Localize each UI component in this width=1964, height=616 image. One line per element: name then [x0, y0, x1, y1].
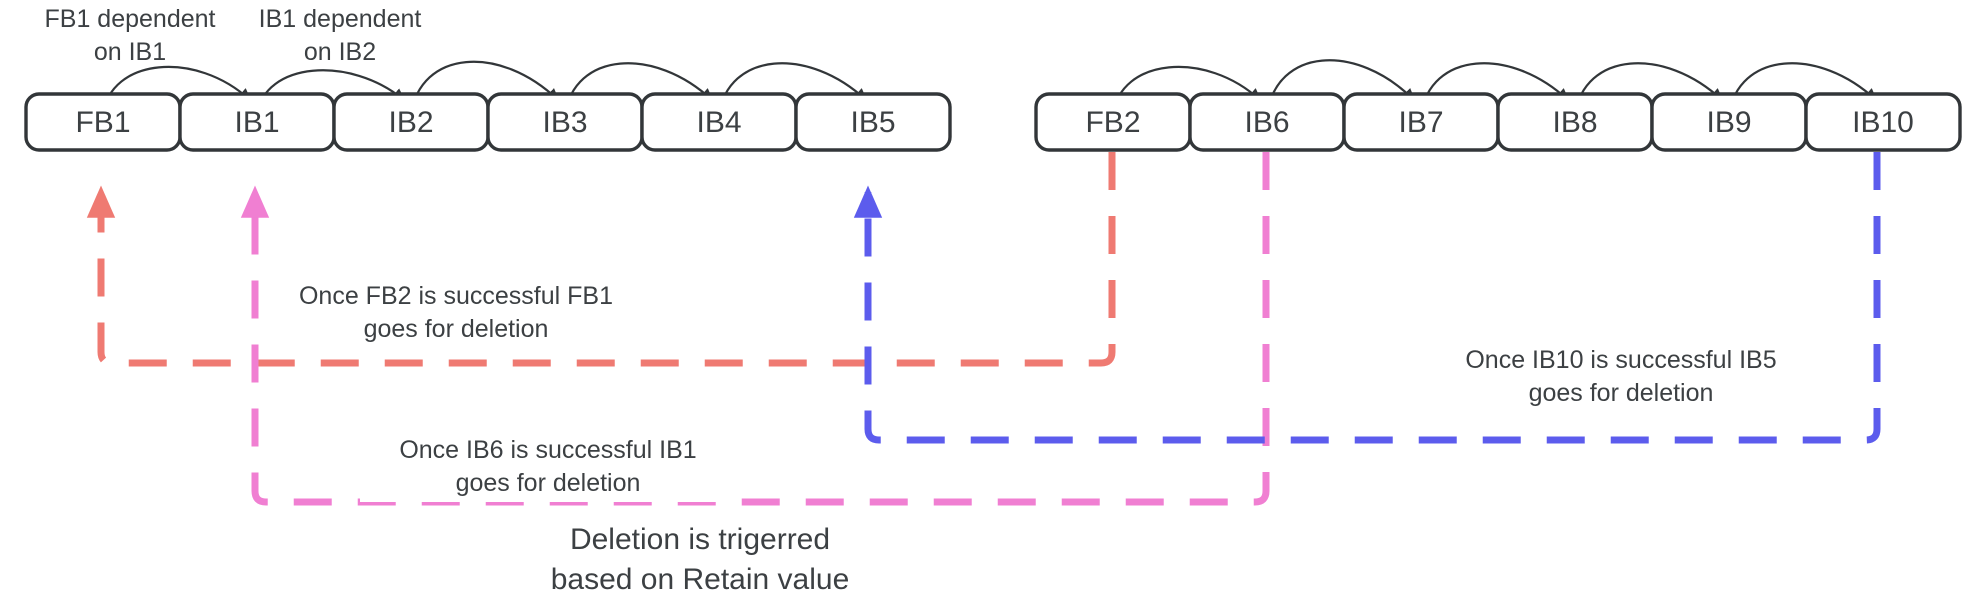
block-group-right: FB2 IB6 IB7 IB8 IB9 IB10 — [1034, 92, 1962, 152]
block-ib8[interactable]: IB8 — [1496, 92, 1654, 152]
block-ib1[interactable]: IB1 — [178, 92, 336, 152]
block-ib6[interactable]: IB6 — [1188, 92, 1346, 152]
block-fb1[interactable]: FB1 — [24, 92, 182, 152]
flow-line-ib6-to-ib1 — [240, 152, 1270, 506]
block-ib7[interactable]: IB7 — [1342, 92, 1500, 152]
bottom-caption-line1: Deletion is trigerred — [570, 523, 830, 556]
block-group-left: FB1 IB1 IB2 IB3 IB4 IB5 — [24, 92, 952, 152]
flow-note-fb2-to-fb1-line1: Once FB2 is successful FB1 — [299, 282, 613, 310]
block-ib2[interactable]: IB2 — [332, 92, 490, 152]
flow-note-ib10-to-ib5-backdrop — [1426, 340, 1816, 410]
block-ib4[interactable]: IB4 — [640, 92, 798, 152]
flow-note-fb2-to-fb1-backdrop — [268, 278, 638, 348]
block-ib9[interactable]: IB9 — [1650, 92, 1808, 152]
block-ib8-label: IB8 — [1552, 106, 1597, 139]
flow-note-ib6-to-ib1-line2: goes for deletion — [456, 469, 641, 497]
flow-line-fb2-to-fb1 — [86, 152, 1116, 367]
block-ib5-label: IB5 — [850, 106, 895, 139]
block-ib3[interactable]: IB3 — [486, 92, 644, 152]
block-ib4-label: IB4 — [696, 106, 741, 139]
dependency-annotation-fb1-line1: FB1 dependent — [45, 5, 216, 33]
flow-note-fb2-to-fb1: Once FB2 is successful FB1 goes for dele… — [268, 278, 638, 348]
block-ib6-label: IB6 — [1244, 106, 1289, 139]
flow-note-fb2-to-fb1-line2: goes for deletion — [364, 315, 549, 343]
flow-note-ib10-to-ib5-line1: Once IB10 is successful IB5 — [1465, 346, 1776, 374]
block-ib10-rect[interactable] — [1804, 92, 1962, 152]
dependency-annotation-fb1: FB1 dependent on IB1 — [45, 5, 216, 66]
flow-line-ib10-to-ib5 — [853, 152, 1881, 444]
dependency-annotation-ib1: IB1 dependent on IB2 — [259, 5, 422, 66]
block-ib10-label: IB10 — [1852, 106, 1914, 139]
block-ib5-rect[interactable] — [794, 92, 952, 152]
flow-note-ib6-to-ib1: Once IB6 is successful IB1 goes for dele… — [360, 432, 730, 502]
flow-note-ib10-to-ib5: Once IB10 is successful IB5 goes for del… — [1426, 340, 1816, 410]
bottom-caption: Deletion is trigerred based on Retain va… — [551, 523, 850, 596]
block-ib7-label: IB7 — [1398, 106, 1443, 139]
dependency-annotation-ib1-line1: IB1 dependent — [259, 5, 422, 33]
block-fb2[interactable]: FB2 — [1034, 92, 1192, 152]
block-ib3-label: IB3 — [542, 106, 587, 139]
block-fb2-label: FB2 — [1085, 106, 1140, 139]
flow-note-ib10-to-ib5-line2: goes for deletion — [1529, 379, 1714, 407]
block-ib10[interactable]: IB10 — [1804, 92, 1962, 152]
block-ib2-label: IB2 — [388, 106, 433, 139]
block-fb1-label: FB1 — [75, 106, 130, 139]
block-ib5[interactable]: IB5 — [794, 92, 952, 152]
flow-note-ib6-to-ib1-backdrop — [360, 432, 730, 502]
bottom-caption-line2: based on Retain value — [551, 563, 850, 596]
block-ib9-label: IB9 — [1706, 106, 1751, 139]
block-ib1-label: IB1 — [234, 106, 279, 139]
flow-note-ib6-to-ib1-line1: Once IB6 is successful IB1 — [399, 436, 696, 464]
dependency-annotation-ib1-line2: on IB2 — [304, 38, 376, 66]
dependency-annotation-fb1-line2: on IB1 — [94, 38, 166, 66]
